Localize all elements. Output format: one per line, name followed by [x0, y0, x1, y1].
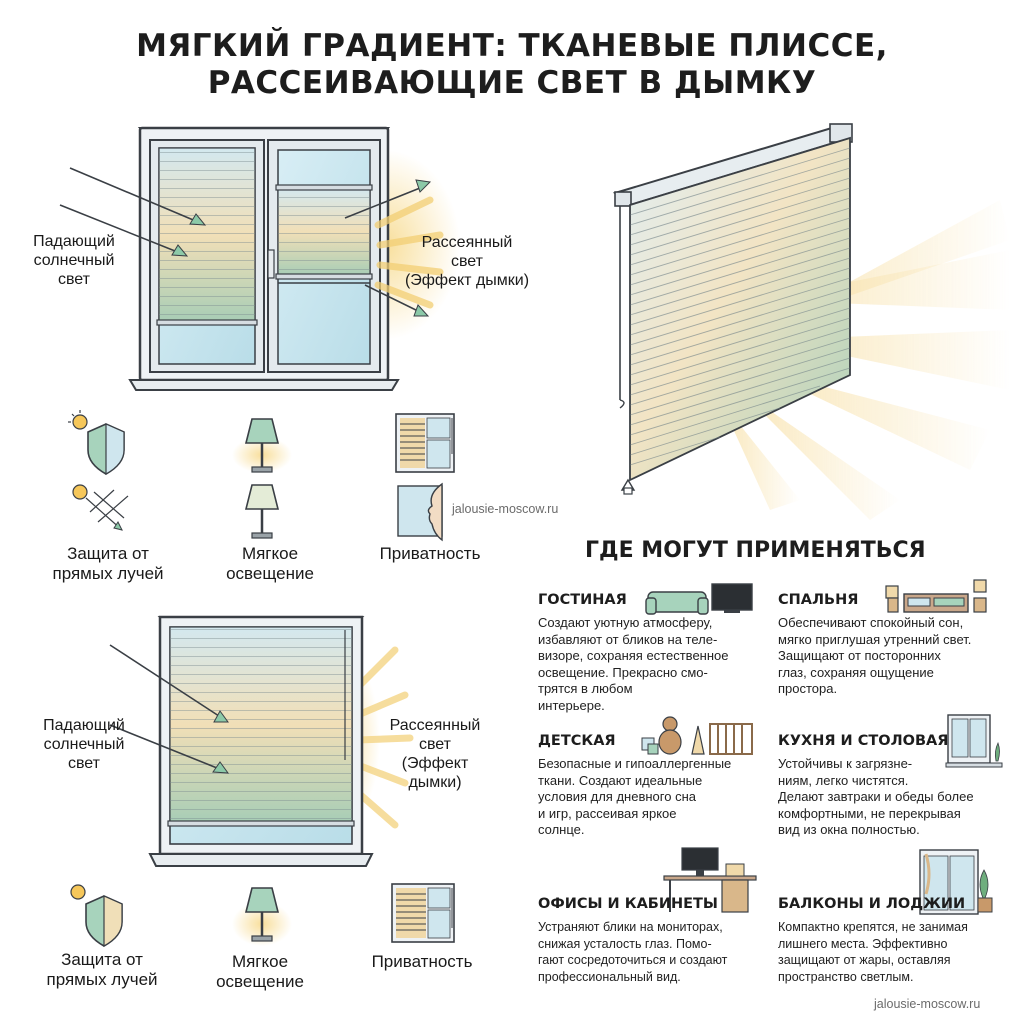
application-card-kids-room: ДЕТСКАЯ Безопасные и гипоаллергенные тка… [538, 733, 773, 839]
application-card-living-room: ГОСТИНАЯ Создают уютную атмосферу, избав… [538, 592, 773, 715]
kitchen-window-icon [945, 714, 1003, 768]
feature-label-soft-light: Мягкое освещение [216, 952, 304, 991]
application-description: Безопасные и гипоаллергенные ткани. Созд… [538, 756, 732, 838]
bed-icon [885, 579, 987, 613]
toys-crib-icon [641, 716, 753, 755]
application-title: ДЕТСКАЯ [538, 733, 616, 749]
application-card-bedroom: СПАЛЬНЯ Обеспечивают спокойный сон, мягк… [778, 592, 1018, 698]
title-line-1: МЯГКИЙ ГРАДИЕНТ: ТКАНЕВЫЕ ПЛИССЕ, [136, 28, 888, 64]
table-lamp-icon [232, 418, 292, 539]
watermark: jalousie-moscow.ru [452, 502, 559, 516]
blind-icon [391, 883, 455, 943]
sun-shield-icon [70, 884, 123, 948]
application-description: Компактно крепятся, не занимая лишнего м… [778, 920, 968, 984]
application-title: КУХНЯ И СТОЛОВАЯ [778, 733, 949, 749]
application-title: СПАЛЬНЯ [778, 592, 859, 608]
watermark: jalousie-moscow.ru [874, 997, 981, 1011]
application-card-balcony: БАЛКОНЫ И ЛОДЖИИ Компактно крепятся, не … [778, 896, 1018, 985]
application-description: Создают уютную атмосферу, избавляют от б… [538, 615, 729, 713]
applications-heading: ГДЕ МОГУТ ПРИМЕНЯТЬСЯ [585, 538, 926, 563]
application-card-office: ОФИСЫ И КАБИНЕТЫ Устраняют блики на мони… [538, 896, 778, 985]
feature-label-privacy: Приватность [379, 544, 481, 563]
application-description: Обеспечивают спокойный сон, мягко приглу… [778, 615, 972, 697]
privacy-icon [395, 413, 455, 542]
top-window [59, 126, 460, 391]
diffused-light-label: Рассеянный свет (Эффект дымки) [404, 234, 530, 289]
balcony-icon [919, 849, 993, 915]
incoming-light-label: Падающий солнечный свет [33, 233, 115, 288]
bottom-window [109, 615, 414, 867]
feature-label-privacy: Приватность [371, 952, 473, 971]
title-line-2: РАССЕИВАЮЩИЕ СВЕТ В ДЫМКУ [207, 65, 817, 101]
office-desk-icon [663, 847, 757, 913]
sofa-tv-icon [645, 583, 753, 615]
application-description: Устойчивы к загрязне- ниям, легко чистят… [778, 756, 974, 838]
sun-shield-icon [68, 410, 129, 531]
angled-pleated-blind [612, 123, 1010, 520]
feature-label-soft-light: Мягкое освещение [226, 544, 314, 583]
application-title: БАЛКОНЫ И ЛОДЖИИ [778, 896, 966, 912]
application-description: Устраняют блики на мониторах, снижая уст… [538, 920, 728, 984]
application-title: ОФИСЫ И КАБИНЕТЫ [538, 896, 718, 912]
application-card-kitchen: КУХНЯ И СТОЛОВАЯ Устойчивы к загрязне- н… [778, 733, 1018, 839]
page-title: МЯГКИЙ ГРАДИЕНТ: ТКАНЕВЫЕ ПЛИССЕ, РАССЕИ… [0, 28, 1024, 102]
window-handle [267, 249, 275, 279]
diffused-light-label: Рассеянный свет (Эффект дымки) [389, 717, 481, 791]
feature-label-sun-protection: Защита от прямых лучей [46, 950, 158, 989]
application-title: ГОСТИНАЯ [538, 592, 627, 608]
feature-label-sun-protection: Защита от прямых лучей [52, 544, 164, 583]
incoming-light-label: Падающий солнечный свет [43, 717, 125, 772]
table-lamp-icon [232, 887, 292, 946]
